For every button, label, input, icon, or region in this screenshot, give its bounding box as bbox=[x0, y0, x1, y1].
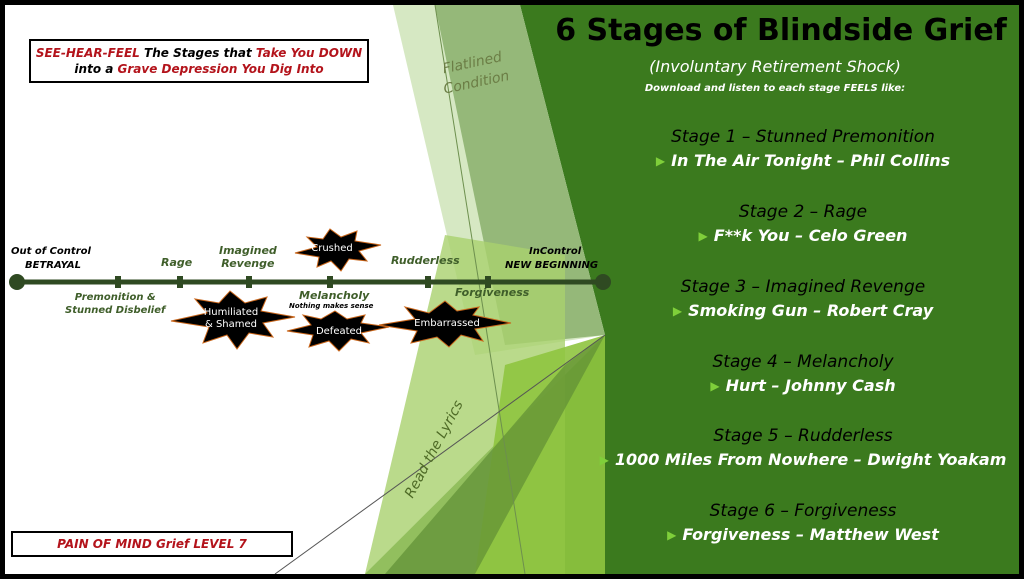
stage-item-5: Stage 5 – Rudderless ▶ 1000 Miles From No… bbox=[587, 424, 1019, 473]
stage-item-1: Stage 1 – Stunned Premonition ▶ In The Ai… bbox=[587, 125, 1019, 174]
callout-text-b: into a bbox=[74, 62, 118, 76]
bottom-callout: PAIN OF MIND Grief LEVEL 7 bbox=[11, 531, 293, 557]
play-icon: ▶ bbox=[667, 528, 677, 542]
play-icon: ▶ bbox=[599, 453, 609, 467]
stage-title: Stage 2 – Rage bbox=[738, 202, 868, 222]
burst-crushed bbox=[294, 228, 382, 272]
timeline-start-label: Out of Control BETRAYAL bbox=[11, 245, 91, 273]
timeline-tick bbox=[485, 276, 491, 288]
song-link[interactable]: ▶ F**k You – Celo Green bbox=[587, 224, 1019, 249]
label-imagined-revenge: Imagined Revenge bbox=[219, 244, 277, 270]
burst-humiliated-line2: & Shamed bbox=[204, 319, 258, 330]
burst-humiliated-label: Humiliated & Shamed bbox=[199, 307, 263, 331]
timeline-tick bbox=[177, 276, 183, 288]
page-subtitle: (Involuntary Retirement Shock) bbox=[649, 57, 901, 76]
stage-title: Stage 5 – Rudderless bbox=[713, 426, 893, 446]
callout-grave-depression: Grave Depression You Dig Into bbox=[117, 62, 324, 76]
label-rudderless: Rudderless bbox=[391, 254, 460, 267]
imagined-line2: Revenge bbox=[221, 257, 275, 270]
label-melancholy: Melancholy bbox=[299, 289, 370, 302]
burst-crushed-label: Crushed bbox=[311, 243, 353, 254]
stage-item-3: Stage 3 – Imagined Revenge ▶ Smoking Gun … bbox=[587, 275, 1019, 324]
thin-diagonal-line bbox=[274, 334, 606, 574]
stage-title: Stage 1 – Stunned Premonition bbox=[671, 127, 935, 147]
play-icon: ▶ bbox=[698, 229, 708, 243]
background-shapes bbox=[274, 5, 1019, 574]
end-line1: InControl bbox=[529, 246, 582, 257]
play-icon: ▶ bbox=[672, 304, 683, 318]
stage-title: Stage 4 – Melancholy bbox=[712, 352, 894, 372]
song-link[interactable]: ▶ Smoking Gun – Robert Cray bbox=[587, 299, 1019, 324]
play-icon: ▶ bbox=[655, 154, 666, 168]
page-title: 6 Stages of Blindside Grief bbox=[555, 13, 1007, 48]
song-link[interactable]: ▶ Forgiveness – Matthew West bbox=[587, 523, 1019, 548]
song-link[interactable]: ▶ Hurt – Johnny Cash bbox=[587, 374, 1019, 399]
label-premonition: Premonition & Stunned Disbelief bbox=[65, 291, 165, 317]
callout-text-a: The Stages that bbox=[139, 46, 256, 60]
thin-diagonal-line bbox=[434, 5, 526, 574]
premonition-line1: Premonition & bbox=[74, 292, 156, 303]
song-link[interactable]: ▶ In The Air Tonight – Phil Collins bbox=[587, 149, 1019, 174]
song-label: Hurt – Johnny Cash bbox=[725, 376, 896, 395]
timeline-tick bbox=[115, 276, 121, 288]
burst-defeated bbox=[286, 310, 390, 352]
song-label: Smoking Gun – Robert Cray bbox=[688, 301, 934, 320]
imagined-line1: Imagined bbox=[219, 244, 277, 257]
burst-humiliated bbox=[170, 290, 296, 350]
label-melancholy-sub: Nothing makes sense bbox=[289, 302, 374, 310]
premonition-line2: Stunned Disbelief bbox=[65, 305, 166, 316]
timeline-tick bbox=[425, 276, 431, 288]
slide-frame: SEE-HEAR-FEEL The Stages that Take You D… bbox=[5, 5, 1019, 574]
label-forgiveness: Forgiveness bbox=[455, 286, 530, 299]
callout-see-hear-feel: SEE-HEAR-FEEL bbox=[35, 46, 140, 60]
stage-title: Stage 6 – Forgiveness bbox=[709, 501, 897, 521]
song-link[interactable]: ▶ 1000 Miles From Nowhere – Dwight Yoakam bbox=[587, 448, 1019, 473]
burst-embarrassed-label: Embarrassed bbox=[414, 318, 480, 329]
start-line1: Out of Control bbox=[11, 246, 91, 257]
start-line2: BETRAYAL bbox=[25, 260, 81, 271]
olive-wedge bbox=[385, 335, 605, 574]
label-rage: Rage bbox=[161, 256, 193, 269]
burst-humiliated-line1: Humiliated bbox=[203, 307, 259, 318]
stage-item-4: Stage 4 – Melancholy ▶ Hurt – Johnny Cash bbox=[587, 350, 1019, 399]
timeline-start-dot bbox=[9, 274, 25, 290]
stage-title: Stage 3 – Imagined Revenge bbox=[680, 277, 926, 297]
song-label: 1000 Miles From Nowhere – Dwight Yoakam bbox=[614, 450, 1007, 469]
grief-timeline bbox=[9, 228, 611, 352]
end-line2: NEW BEGINNING bbox=[505, 260, 599, 271]
burst-defeated-label: Defeated bbox=[315, 326, 363, 337]
song-label: Forgiveness – Matthew West bbox=[682, 525, 939, 544]
burst-embarrassed bbox=[378, 300, 512, 348]
download-note: Download and listen to each stage FEELS … bbox=[644, 83, 906, 94]
top-callout: SEE-HEAR-FEEL The Stages that Take You D… bbox=[29, 39, 369, 83]
stage-item-6: Stage 6 – Forgiveness ▶ Forgiveness – Mat… bbox=[587, 499, 1019, 548]
timeline-end-dot bbox=[595, 274, 611, 290]
callout-take-you-down: Take You DOWN bbox=[255, 46, 363, 60]
timeline-tick bbox=[327, 276, 333, 288]
timeline-tick bbox=[246, 276, 252, 288]
song-label: F**k You – Celo Green bbox=[713, 226, 908, 245]
song-label: In The Air Tonight – Phil Collins bbox=[671, 151, 951, 170]
timeline-end-label: InControl NEW BEGINNING bbox=[505, 245, 598, 273]
play-icon: ▶ bbox=[710, 379, 720, 393]
stage-item-2: Stage 2 – Rage ▶ F**k You – Celo Green bbox=[587, 200, 1019, 249]
